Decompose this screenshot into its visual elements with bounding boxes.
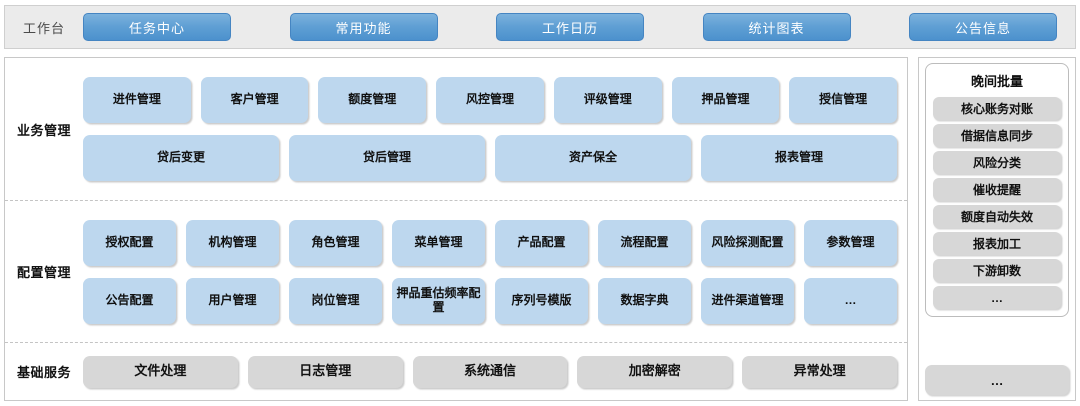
- section-label-business: 业务管理: [16, 122, 71, 138]
- business-tile-rows: 进件管理 客户管理 额度管理 风控管理 评级管理 押品管理 授信管理 贷后变更 …: [83, 77, 907, 181]
- sidebar-more-button[interactable]: …: [925, 365, 1069, 395]
- top-tab-list: 任务中心 常用功能 工作日历 统计图表 公告信息: [83, 13, 1075, 41]
- tile-collateral-management[interactable]: 押品管理: [671, 77, 780, 123]
- night-batch-title: 晚间批量: [970, 74, 1023, 89]
- tile-menu-management[interactable]: 菜单管理: [392, 219, 485, 266]
- section-business-management: 业务管理 进件管理 客户管理 额度管理 风控管理 评级管理 押品管理 授信管理 …: [5, 58, 907, 200]
- tile-asset-preservation[interactable]: 资产保全: [495, 135, 691, 181]
- basic-services-tile-rows: 文件处理 日志管理 系统通信 加密解密 异常处理: [83, 355, 907, 388]
- tile-parameter-management[interactable]: 参数管理: [804, 219, 897, 266]
- business-row-1: 进件管理 客户管理 额度管理 风控管理 评级管理 押品管理 授信管理: [83, 77, 898, 123]
- tab-statistics-chart[interactable]: 统计图表: [702, 13, 851, 41]
- tile-file-processing[interactable]: 文件处理: [83, 355, 238, 388]
- tile-user-management[interactable]: 用户管理: [186, 277, 279, 324]
- tile-system-communication[interactable]: 系统通信: [412, 355, 568, 388]
- tile-serial-number-template[interactable]: 序列号模版: [495, 277, 588, 324]
- night-batch-panel: 晚间批量 核心账务对账 借据信息同步 风险分类 催收提醒 额度自动失效 报表加工…: [918, 57, 1076, 401]
- tile-post-loan-change[interactable]: 贷后变更: [83, 135, 279, 181]
- tile-process-config[interactable]: 流程配置: [598, 219, 691, 266]
- tile-risk-detection-config[interactable]: 风险探测配置: [701, 219, 794, 266]
- tile-encryption-decryption[interactable]: 加密解密: [577, 355, 733, 388]
- section-label-basic-services: 基础服务: [16, 365, 71, 380]
- batch-item-quota-auto-expiry[interactable]: 额度自动失效: [933, 205, 1061, 228]
- section-configuration-management: 配置管理 授权配置 机构管理 角色管理 菜单管理 产品配置 流程配置 风险探测配…: [5, 200, 907, 342]
- batch-item-more[interactable]: …: [933, 286, 1061, 309]
- tile-rating-management[interactable]: 评级管理: [553, 77, 662, 123]
- batch-item-report-processing[interactable]: 报表加工: [933, 232, 1061, 255]
- top-navigation-bar: 工作台 任务中心 常用功能 工作日历 统计图表 公告信息: [4, 5, 1076, 49]
- tab-task-center[interactable]: 任务中心: [83, 13, 231, 41]
- section-label-configuration: 配置管理: [16, 265, 71, 280]
- module-map-panel: 业务管理 进件管理 客户管理 额度管理 风控管理 评级管理 押品管理 授信管理 …: [4, 57, 908, 401]
- configuration-row-1: 授权配置 机构管理 角色管理 菜单管理 产品配置 流程配置 风险探测配置 参数管…: [83, 219, 897, 266]
- workbench-label: 工作台: [22, 20, 65, 36]
- tile-incoming-channel-management[interactable]: 进件渠道管理: [701, 277, 794, 324]
- tile-exception-handling[interactable]: 异常处理: [742, 355, 897, 388]
- batch-item-core-account-reconciliation[interactable]: 核心账务对账: [933, 97, 1061, 120]
- tile-configuration-more[interactable]: …: [804, 277, 897, 324]
- tile-incoming-management[interactable]: 进件管理: [83, 77, 191, 123]
- batch-item-collection-reminder[interactable]: 催收提醒: [933, 178, 1061, 201]
- tile-customer-management[interactable]: 客户管理: [200, 77, 309, 123]
- section-basic-services: 基础服务 文件处理 日志管理 系统通信 加密解密 异常处理: [5, 342, 907, 400]
- tile-authorization-config[interactable]: 授权配置: [83, 219, 176, 266]
- configuration-row-2: 公告配置 用户管理 岗位管理 押品重估频率配置 序列号模版 数据字典 进件渠道管…: [83, 277, 897, 324]
- tile-collateral-revaluation-frequency-config[interactable]: 押品重估频率配置: [392, 277, 485, 324]
- tile-product-config[interactable]: 产品配置: [495, 219, 588, 266]
- tile-organization-management[interactable]: 机构管理: [186, 219, 279, 266]
- tile-quota-management[interactable]: 额度管理: [318, 77, 427, 123]
- basic-services-row-1: 文件处理 日志管理 系统通信 加密解密 异常处理: [83, 355, 897, 388]
- business-row-2: 贷后变更 贷后管理 资产保全 报表管理: [83, 135, 897, 181]
- tab-announcements[interactable]: 公告信息: [909, 13, 1057, 41]
- tile-data-dictionary[interactable]: 数据字典: [598, 277, 691, 324]
- tile-post-loan-management[interactable]: 贷后管理: [289, 135, 485, 181]
- batch-item-loan-document-sync[interactable]: 借据信息同步: [933, 124, 1061, 147]
- configuration-tile-rows: 授权配置 机构管理 角色管理 菜单管理 产品配置 流程配置 风险探测配置 参数管…: [83, 219, 907, 324]
- batch-item-risk-classification[interactable]: 风险分类: [933, 151, 1061, 174]
- tile-report-management[interactable]: 报表管理: [701, 135, 897, 181]
- tab-common-functions[interactable]: 常用功能: [289, 13, 438, 41]
- tile-role-management[interactable]: 角色管理: [289, 219, 382, 266]
- tile-position-management[interactable]: 岗位管理: [289, 277, 382, 324]
- tile-log-management[interactable]: 日志管理: [247, 355, 403, 388]
- tile-risk-control-management[interactable]: 风控管理: [436, 77, 544, 123]
- tile-credit-management[interactable]: 授信管理: [789, 77, 898, 123]
- tab-work-calendar[interactable]: 工作日历: [496, 13, 644, 41]
- tile-announcement-config[interactable]: 公告配置: [83, 277, 176, 324]
- night-batch-box: 晚间批量 核心账务对账 借据信息同步 风险分类 催收提醒 额度自动失效 报表加工…: [925, 63, 1069, 317]
- batch-item-downstream-unloading[interactable]: 下游卸数: [933, 259, 1061, 282]
